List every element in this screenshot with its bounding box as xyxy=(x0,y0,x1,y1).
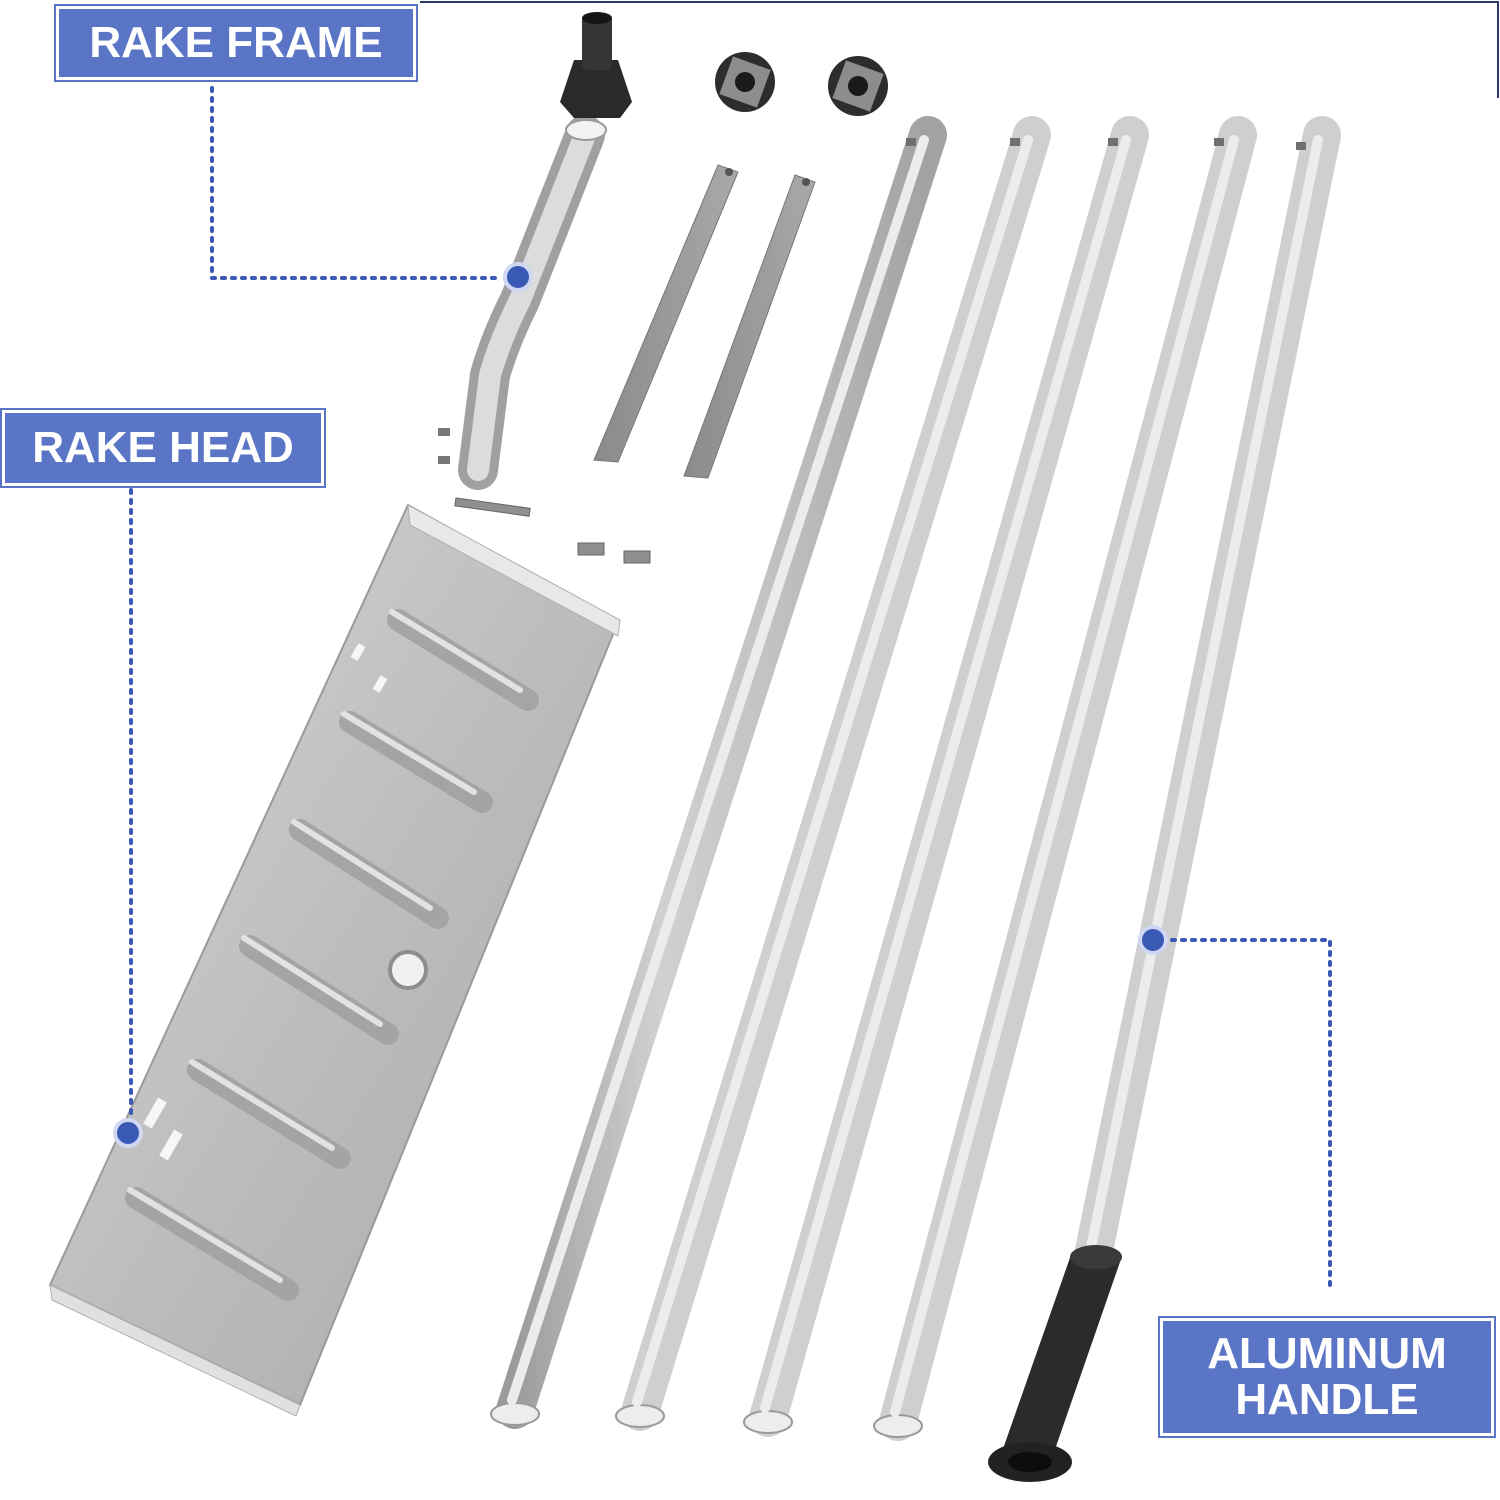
handle-grip xyxy=(988,1245,1122,1482)
label-aluminum-handle-line1: ALUMINUM xyxy=(1207,1328,1447,1378)
brace-strap-2 xyxy=(683,174,816,479)
label-aluminum-handle-line2: HANDLE xyxy=(1235,1375,1419,1424)
label-rake-frame-text: RAKE FRAME xyxy=(89,17,383,67)
label-rake-head-text: RAKE HEAD xyxy=(32,422,294,472)
clamp-2 xyxy=(828,56,888,116)
label-rake-head: RAKE HEAD xyxy=(0,408,326,488)
callout-dot-head xyxy=(113,1118,143,1148)
mount-hole xyxy=(388,950,428,990)
callout-dot-handle xyxy=(1138,925,1168,955)
rake-head xyxy=(48,503,621,1417)
label-rake-frame: RAKE FRAME xyxy=(54,4,418,82)
brace-strap-1 xyxy=(593,164,739,463)
hardware-bolts xyxy=(454,497,651,564)
callout-dots xyxy=(113,262,1168,1148)
rake-tines xyxy=(125,609,539,1301)
socket-fitting xyxy=(560,12,632,118)
frame-edge xyxy=(420,1,1499,98)
callout-lines xyxy=(129,86,1332,1292)
rake-frame-tube xyxy=(438,115,607,490)
label-aluminum-handle: ALUMINUM HANDLE xyxy=(1158,1316,1496,1438)
clamp-1 xyxy=(715,52,775,112)
callout-dot-frame xyxy=(503,262,533,292)
